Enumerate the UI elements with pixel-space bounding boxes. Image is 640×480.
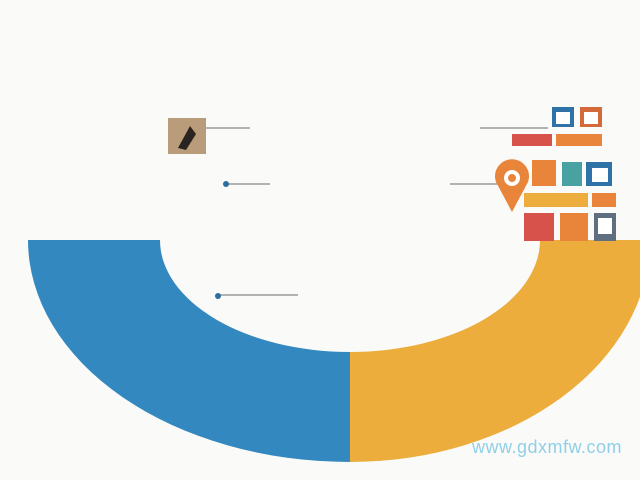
blue-arc-segment bbox=[28, 240, 350, 462]
location-pin-icon bbox=[495, 159, 529, 212]
watermark-text: www.gdxmfw.com bbox=[471, 437, 622, 457]
tile-icons-top bbox=[512, 107, 602, 146]
callout-dot-middle bbox=[223, 181, 229, 187]
tile-icons-cluster bbox=[524, 160, 616, 241]
photo-icon bbox=[168, 118, 206, 154]
yellow-arc-segment bbox=[350, 240, 640, 462]
callout-dot-lower bbox=[215, 293, 221, 299]
